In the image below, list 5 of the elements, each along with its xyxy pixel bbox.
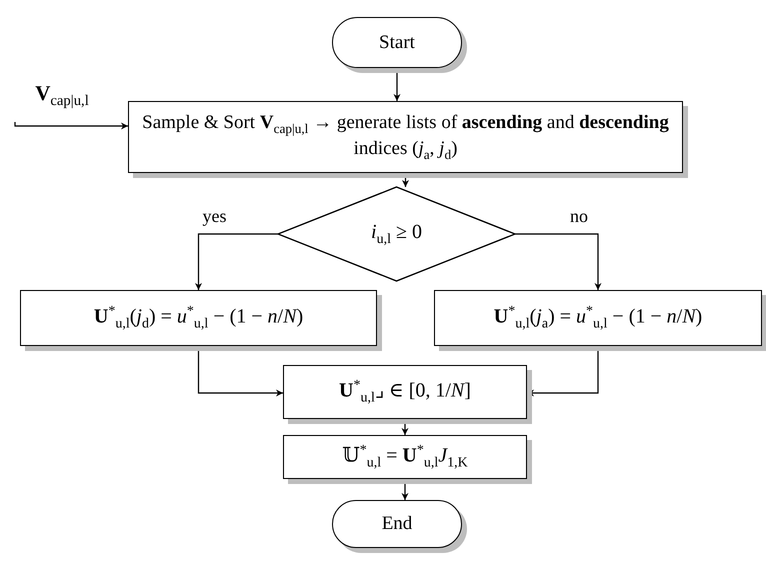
arrow — [195, 233, 278, 290]
input-label: V$_{cap|u,l}$ — [12, 80, 112, 122]
arrow — [515, 233, 602, 290]
decision-diamond: i$_{u,l}$ ≥ 0 — [278, 187, 515, 281]
arrow — [14, 122, 128, 130]
